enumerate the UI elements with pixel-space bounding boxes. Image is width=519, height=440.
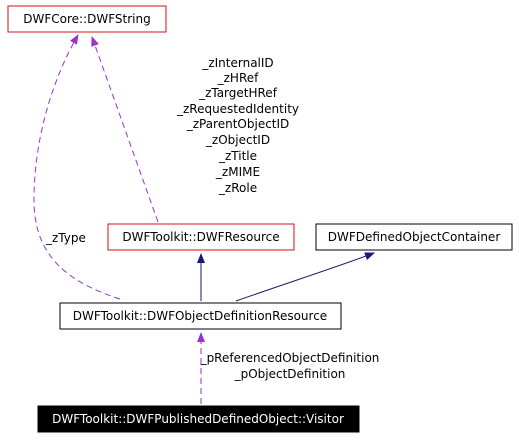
- edge-resource-members: [91, 36, 159, 223]
- node-visitor[interactable]: DWFToolkit::DWFPublishedDefinedObject::V…: [37, 405, 360, 433]
- edge-label-member: _zMIME: [215, 165, 260, 179]
- edge-label-member: _pObjectDefinition: [234, 367, 346, 381]
- edge-label-member: _pReferencedObjectDefinition: [200, 351, 380, 365]
- node-container-label: DWFDefinedObjectContainer: [328, 230, 501, 244]
- edge-ztype: [33, 34, 121, 300]
- node-objdefres[interactable]: DWFToolkit::DWFObjectDefinitionResource: [59, 302, 342, 330]
- edge-label-ztype: _zType: [45, 231, 86, 245]
- edge-label-resource-members: _zInternalID _zHRef _zTargetHRef _zReque…: [176, 56, 299, 195]
- edge-label-member: _zRole: [218, 181, 257, 195]
- node-dwfstring[interactable]: DWFCore::DWFString: [7, 5, 167, 33]
- node-dwfstring-label: DWFCore::DWFString: [23, 12, 150, 26]
- edge-label-member: _zHRef: [217, 71, 260, 85]
- edge-label-member: _zTargetHRef: [198, 86, 278, 100]
- edge-label-member: _zTitle: [218, 149, 257, 163]
- edge-label-member: _zRequestedIdentity: [176, 102, 299, 116]
- edge-label-objdef-members: _pReferencedObjectDefinition _pObjectDef…: [200, 351, 380, 381]
- node-dwfresource-label: DWFToolkit::DWFResource: [122, 230, 279, 244]
- node-visitor-label: DWFToolkit::DWFPublishedDefinedObject::V…: [52, 412, 344, 426]
- node-objdefres-label: DWFToolkit::DWFObjectDefinitionResource: [73, 309, 327, 323]
- node-dwfresource[interactable]: DWFToolkit::DWFResource: [107, 223, 295, 251]
- edge-label-member: _zInternalID: [201, 56, 273, 70]
- node-container[interactable]: DWFDefinedObjectContainer: [315, 223, 513, 251]
- edge-objdefres-to-container: [235, 252, 375, 302]
- edge-label-member: _zParentObjectID: [186, 117, 290, 131]
- edge-label-member: _zObjectID: [205, 133, 270, 147]
